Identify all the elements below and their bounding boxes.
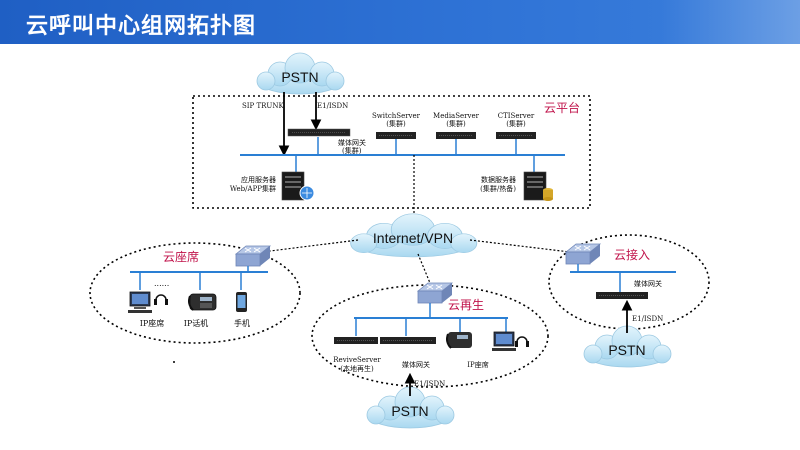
media-gateway-label-1: 媒体网关 [338,138,366,147]
rebirth-ip-seat-label: IP座席 [467,360,488,369]
media-gateway-label-2: (集群) [342,146,362,155]
pstn-cloud-top: PSTN [256,52,345,95]
app-server-icon [281,171,315,201]
switch-server-label-2: (集群) [386,119,406,128]
cloud-platform-label: 云平台 [544,100,580,115]
seat-mobile-label: 手机 [234,318,250,328]
media-server-icon [436,132,476,139]
pstn-cloud-bottom: PSTN [366,386,455,429]
data-server-icon [523,171,553,201]
ip-seat-pc-icon [128,291,168,313]
cloud-access-label: 云接入 [614,247,650,262]
cloud-rebirth-switch-icon [417,282,453,304]
revive-server-label-1: ReviveServer [333,356,381,364]
internet-vpn-label: Internet/VPN [373,230,453,246]
title-bar: 云呼叫中心组网拓扑图 [0,0,800,44]
seat-ellipsis: ...... [154,279,169,288]
pstn-right-label: PSTN [608,342,645,358]
rebirth-pc-icon [492,331,529,351]
cti-server-label-2: (集群) [506,119,526,128]
pstn-top-label: PSTN [281,69,318,85]
seat-ip-seat-label: IP座席 [140,318,165,328]
cloud-seat-switch-icon [235,245,271,267]
media-server-label-2: (集群) [446,119,466,128]
title-accent [660,0,800,44]
switch-server-label-1: SwitchServer [372,112,421,120]
pstn-bottom-label: PSTN [391,403,428,419]
cloud-rebirth-label: 云再生 [448,298,484,312]
data-server-label-1: 数据服务器 [481,175,516,184]
access-e1-label: E1/ISDN [632,315,663,323]
rebirth-e1-label: E1/ISDN [414,380,445,388]
revive-server-icon [334,337,378,344]
app-server-label-1: 应用服务器 [241,175,276,184]
e1-isdn-label-top: E1/ISDN [317,102,348,110]
cloud-platform-boundary [192,95,591,209]
media-server-label-1: MediaServer [433,112,480,120]
internet-vpn-cloud: Internet/VPN [349,213,478,258]
data-server-label-2: (集群/热备) [480,184,516,193]
access-media-gateway-icon [596,292,648,299]
page-title: 云呼叫中心组网拓扑图 [26,14,257,39]
mobile-phone-icon [236,292,247,312]
cloud-rebirth-boundary [311,284,549,388]
cloud-seat-label: 云座席 [163,249,199,264]
cti-server-label-1: CTIServer [498,112,535,120]
media-gateway-cluster-icon [287,128,351,137]
app-server-label-2: Web/APP集群 [230,184,276,193]
revive-server-label-2: (本地再生) [340,364,374,373]
rebirth-media-gateway-icon [380,337,436,344]
seat-ip-phone-label: IP话机 [184,318,209,328]
ip-phone-icon [188,293,217,311]
pstn-cloud-right: PSTN [583,325,672,368]
cti-server-icon [496,132,536,139]
cloud-access-switch-icon [565,243,601,265]
rebirth-media-gateway-label: 媒体网关 [402,360,430,369]
access-media-gateway-label: 媒体网关 [634,279,662,288]
switch-server-icon [376,132,416,139]
cloud-seat-boundary [89,242,301,344]
sip-trunk-label: SIP TRUNK [242,102,284,110]
rebirth-ip-phone-icon [446,332,472,349]
